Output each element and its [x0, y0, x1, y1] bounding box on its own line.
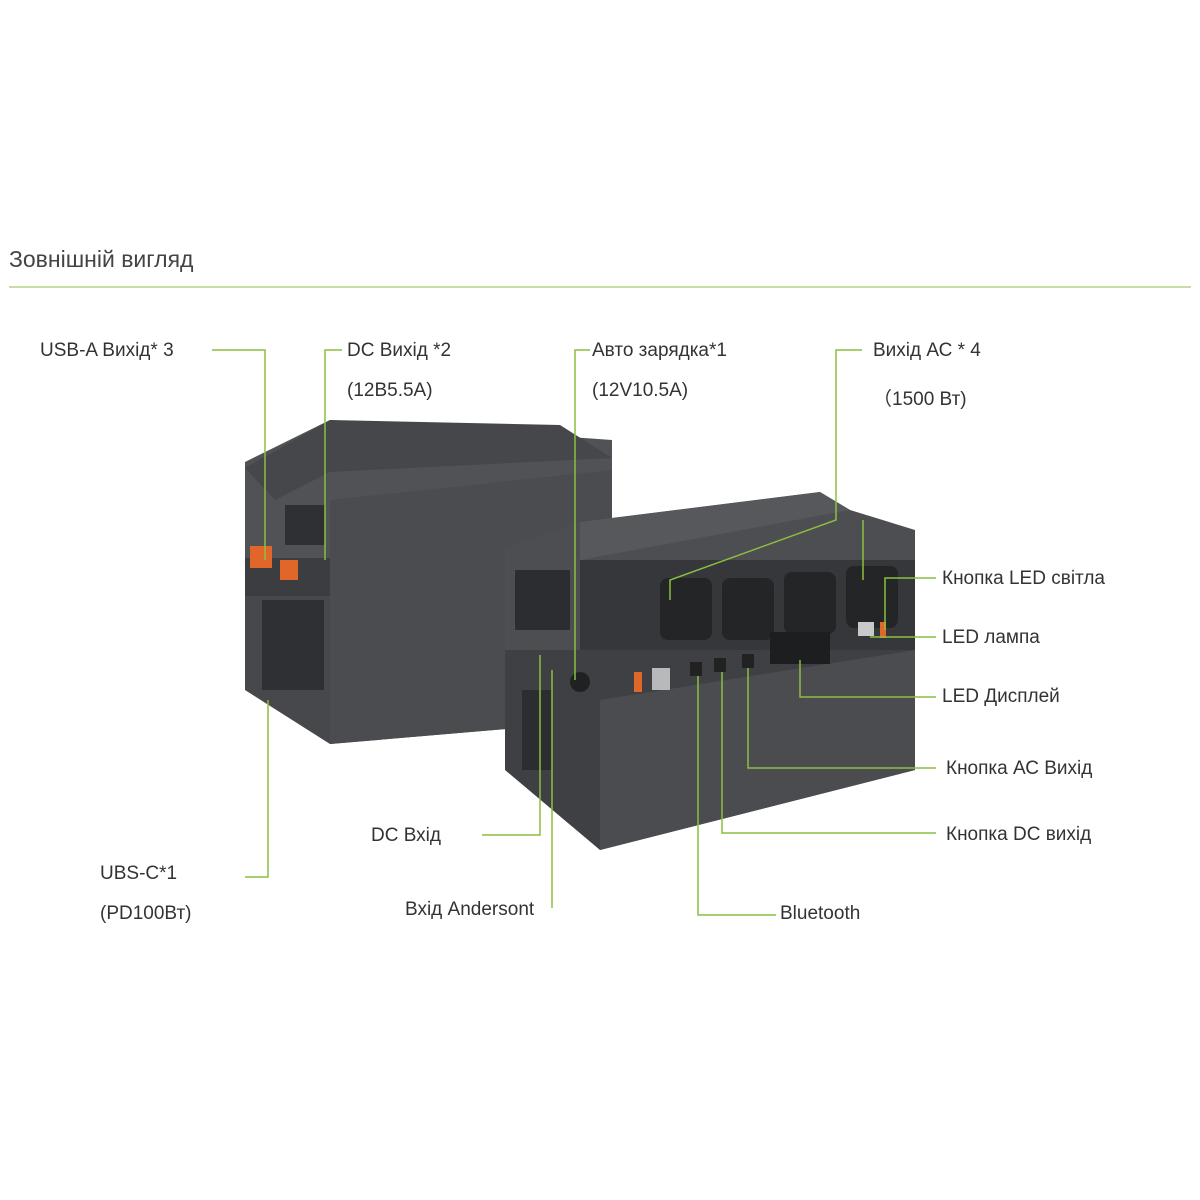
usb-c-label: UBS-C*1 — [100, 863, 178, 884]
led-display-label: LED Дисплей — [942, 686, 1060, 707]
title-divider — [9, 286, 1191, 288]
anderson-in-label: Вхід Andersont — [405, 899, 535, 920]
led-light-button-label: Кнопка LED світла — [942, 568, 1105, 589]
dc-out-label: DC Вихід *2 — [347, 340, 452, 361]
dc-button-label: Кнопка DC вихід — [946, 824, 1092, 845]
front-power-station — [505, 492, 915, 850]
bluetooth-label: Bluetooth — [780, 903, 861, 924]
led-lamp-label: LED лампа — [942, 627, 1040, 648]
usb-c-spec: (PD100Вт) — [100, 903, 192, 924]
ac-out-spec: （1500 Вт) — [873, 389, 967, 410]
car-charge-spec: (12V10.5A) — [592, 380, 689, 401]
car-charge-label: Авто зарядка*1 — [592, 340, 727, 361]
ac-sockets — [660, 566, 898, 640]
ac-out-label: Вихід АС * 4 — [873, 340, 981, 361]
dc-in-label: DC Вхід — [371, 825, 441, 846]
section-title: Зовнішній вигляд — [9, 246, 194, 272]
ac-button-label: Кнопка АС Вихід — [946, 758, 1093, 779]
leader-lines — [212, 349, 936, 916]
dc-out-spec: (12В5.5А) — [347, 380, 433, 401]
usb-a-label: USB-A Вихід* 3 — [40, 340, 174, 361]
